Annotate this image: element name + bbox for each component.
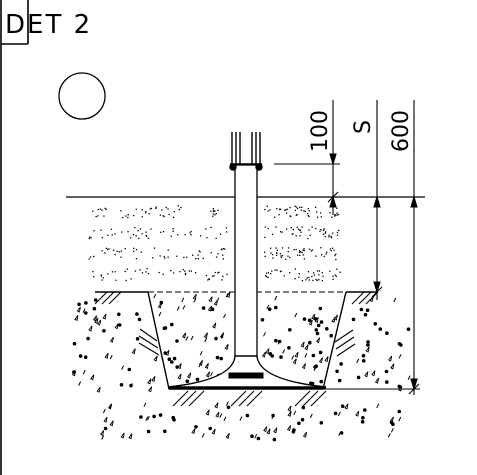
soil-aggregate: [71, 296, 411, 442]
dimension-label-s: S: [351, 120, 376, 134]
earth-hatching: [94, 291, 379, 407]
dimension-lines: [274, 100, 420, 395]
drawing-frame: [0, 0, 29, 475]
dimension-label-600: 600: [389, 110, 414, 152]
concrete-aggregate: [153, 291, 338, 386]
post: [234, 164, 258, 374]
detail-marker-circle: [58, 72, 106, 120]
post-top-fitting: [229, 132, 263, 171]
dimension-label-100: 100: [308, 110, 333, 152]
backfill-speckle: [88, 205, 341, 282]
base-plate: [167, 355, 327, 390]
detail-title: DET 2: [5, 10, 92, 40]
